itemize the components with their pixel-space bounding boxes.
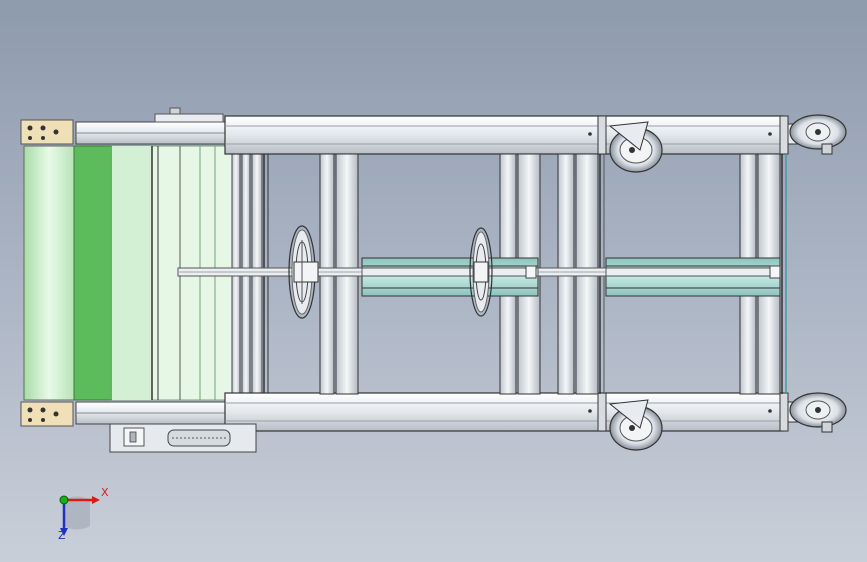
conveyor-belt	[73, 145, 113, 401]
caster-wheel-top-icon	[787, 114, 847, 155]
side-frame-top	[75, 107, 789, 155]
drive-gearbox	[109, 423, 257, 453]
end-roller	[23, 145, 75, 401]
handwheel-center-icon	[469, 227, 493, 317]
side-frame-bottom	[75, 392, 789, 432]
center-panel-right	[605, 257, 781, 297]
caster-brake-bottom-icon	[608, 399, 663, 451]
center-panel-left	[361, 257, 539, 297]
end-bracket-top	[20, 119, 74, 145]
coordinate-triad	[59, 495, 100, 536]
caster-brake-top-icon	[608, 121, 663, 173]
axis-x-label: X	[101, 486, 109, 499]
end-bracket-bottom	[20, 401, 74, 427]
caster-wheel-bottom-icon	[787, 392, 847, 433]
handwheel-left-icon	[288, 225, 319, 319]
axis-z-label: Z	[58, 529, 66, 542]
